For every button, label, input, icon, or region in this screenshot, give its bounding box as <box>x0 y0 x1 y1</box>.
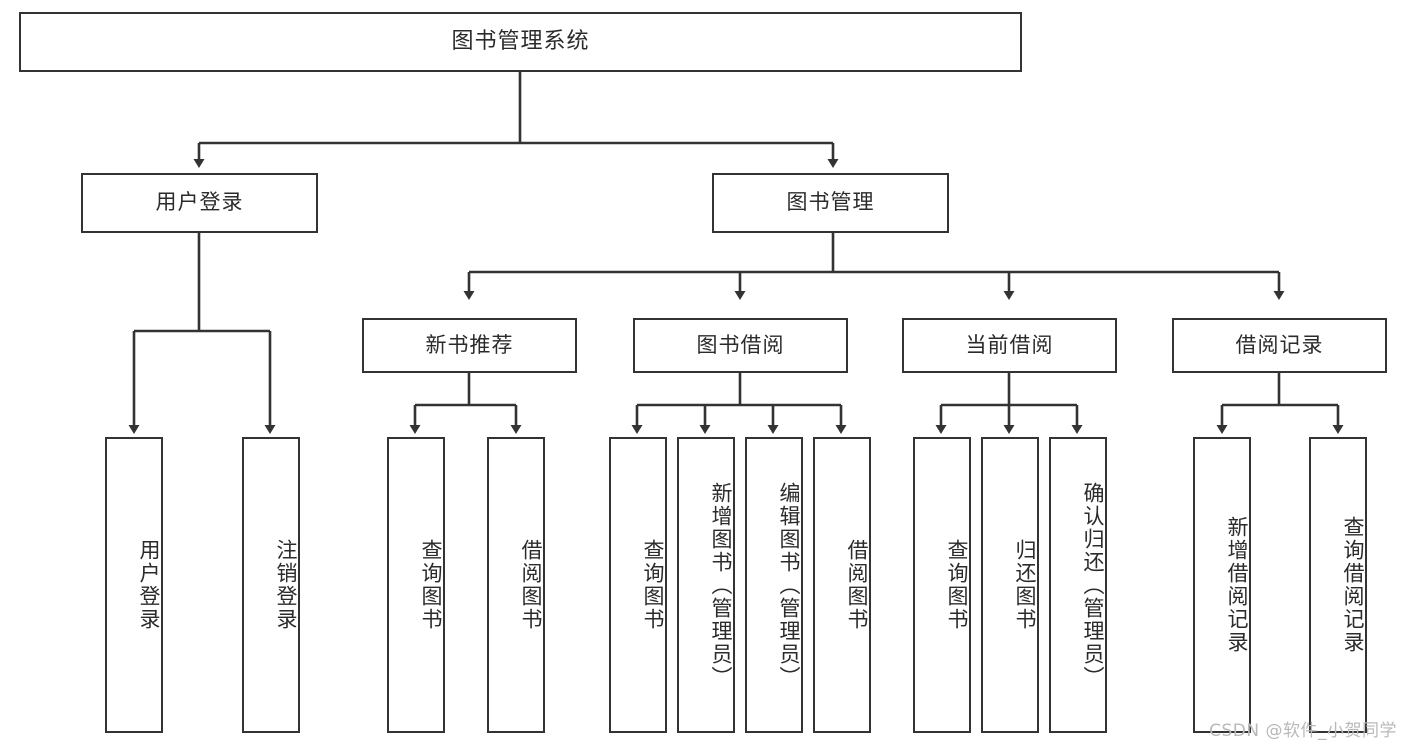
node-current-borrow[interactable]: 当前借阅 <box>902 318 1117 373</box>
node-leaf-newbook-query[interactable]: 查询图书 <box>387 437 445 733</box>
node-new-book-recommend[interactable]: 新书推荐 <box>362 318 577 373</box>
node-leaf-book-add-label: 新增图书（管理员） <box>709 481 733 689</box>
node-leaf-user-login-label: 用户登录 <box>137 539 161 631</box>
node-borrow-record-label: 借阅记录 <box>1235 332 1324 357</box>
node-leaf-book-borrow-label: 借阅图书 <box>845 539 869 631</box>
node-book-borrow-label: 图书借阅 <box>696 332 785 357</box>
node-leaf-return-book-label: 归还图书 <box>1013 539 1037 631</box>
node-leaf-borrow-query-label: 查询图书 <box>641 539 665 631</box>
node-leaf-newbook-query-label: 查询图书 <box>419 539 443 631</box>
node-leaf-user-login[interactable]: 用户登录 <box>105 437 163 733</box>
node-leaf-record-query[interactable]: 查询借阅记录 <box>1309 437 1367 733</box>
node-leaf-confirm-return-label: 确认归还（管理员） <box>1081 481 1105 689</box>
node-root[interactable]: 图书管理系统 <box>19 12 1022 72</box>
node-leaf-confirm-return[interactable]: 确认归还（管理员） <box>1049 437 1107 733</box>
csdn-watermark: CSDN @软件_小贺同学 <box>1209 721 1397 741</box>
node-leaf-borrow-query[interactable]: 查询图书 <box>609 437 667 733</box>
node-leaf-record-add[interactable]: 新增借阅记录 <box>1193 437 1251 733</box>
node-leaf-logout[interactable]: 注销登录 <box>242 437 300 733</box>
node-user-login[interactable]: 用户登录 <box>81 173 318 233</box>
node-leaf-book-edit-label: 编辑图书（管理员） <box>777 481 801 689</box>
node-leaf-newbook-borrow-label: 借阅图书 <box>519 539 543 631</box>
node-leaf-logout-label: 注销登录 <box>274 539 298 631</box>
node-user-login-label: 用户登录 <box>155 190 244 215</box>
node-root-label: 图书管理系统 <box>451 28 590 54</box>
node-leaf-current-query-label: 查询图书 <box>945 539 969 631</box>
node-leaf-return-book[interactable]: 归还图书 <box>981 437 1039 733</box>
node-book-management[interactable]: 图书管理 <box>712 173 949 233</box>
node-leaf-newbook-borrow[interactable]: 借阅图书 <box>487 437 545 733</box>
node-leaf-book-edit[interactable]: 编辑图书（管理员） <box>745 437 803 733</box>
node-book-management-label: 图书管理 <box>786 190 875 215</box>
node-leaf-record-query-label: 查询借阅记录 <box>1341 516 1365 654</box>
node-leaf-current-query[interactable]: 查询图书 <box>913 437 971 733</box>
node-leaf-book-borrow[interactable]: 借阅图书 <box>813 437 871 733</box>
node-leaf-record-add-label: 新增借阅记录 <box>1225 516 1249 654</box>
node-book-borrow[interactable]: 图书借阅 <box>633 318 848 373</box>
node-borrow-record[interactable]: 借阅记录 <box>1172 318 1387 373</box>
node-current-borrow-label: 当前借阅 <box>965 332 1054 357</box>
node-leaf-book-add[interactable]: 新增图书（管理员） <box>677 437 735 733</box>
node-new-book-recommend-label: 新书推荐 <box>425 332 514 357</box>
